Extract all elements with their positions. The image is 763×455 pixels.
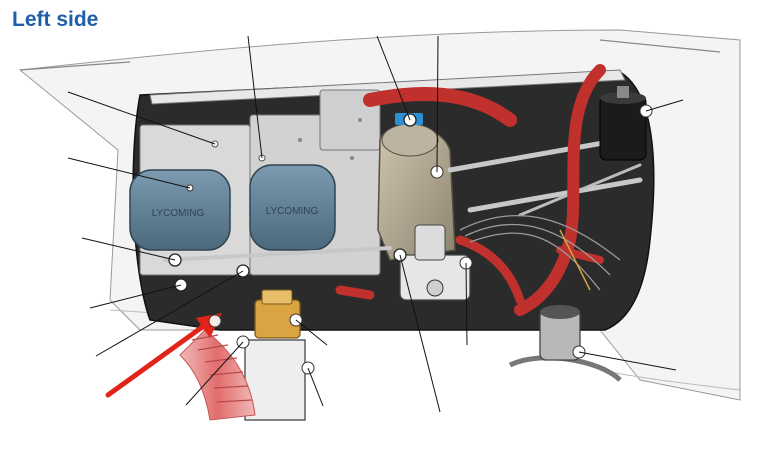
cowling-top-lip [149,69,626,105]
exhaust-outlet [508,305,622,382]
valve-cover-rear: LYCOMING [249,164,336,251]
airflow-arrow [105,313,222,398]
valve-cover-brand-rear: LYCOMING [266,206,319,217]
intake-duct [179,329,256,421]
air-box [244,339,315,421]
valve-cover-front: LYCOMING [129,169,231,251]
wiring-bundle [459,214,621,291]
valve-cover-brand-front: LYCOMING [152,208,205,219]
tubes [163,137,643,262]
callout-lines [67,35,684,413]
oil-filter [599,86,653,161]
engine-pump [399,224,473,301]
page-title: Left side [12,8,99,31]
